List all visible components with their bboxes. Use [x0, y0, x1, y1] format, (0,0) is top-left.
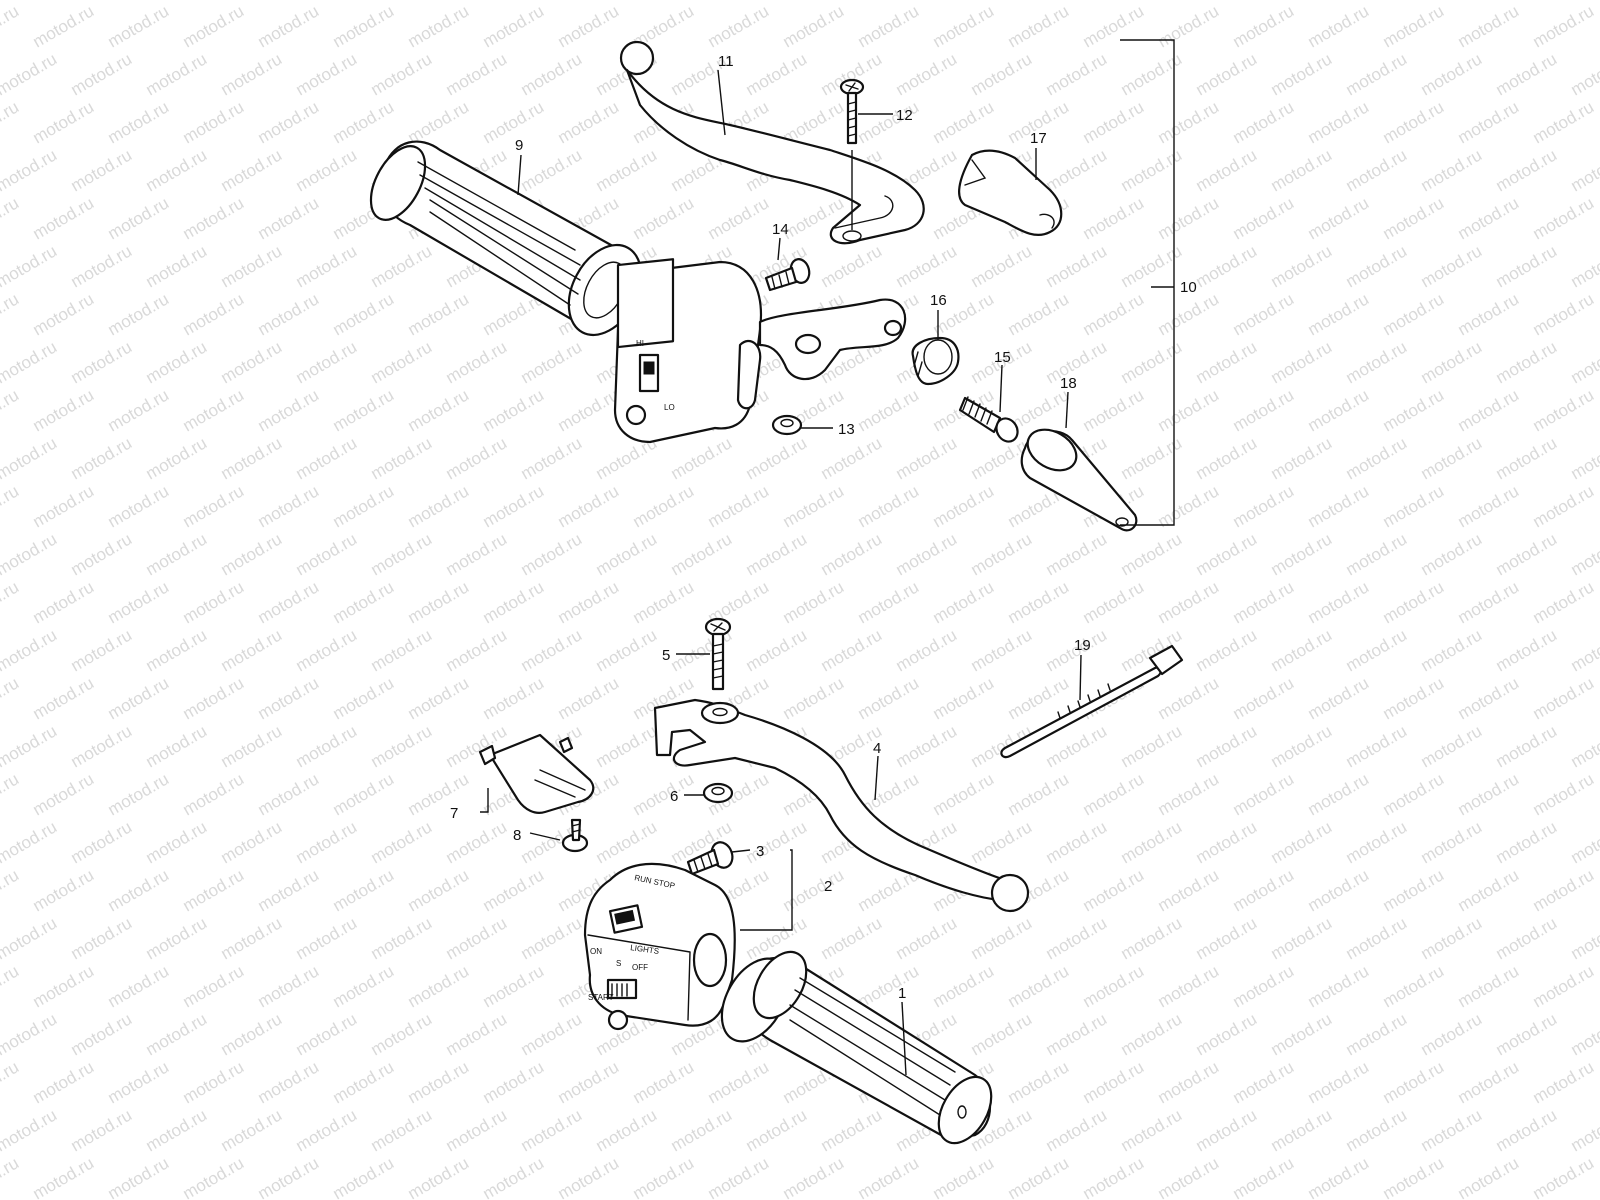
part-6-nut — [702, 782, 734, 804]
leader-3 — [731, 849, 751, 853]
leader-19 — [1079, 654, 1082, 701]
part-1-right-grip — [720, 950, 993, 1145]
leader-8 — [529, 832, 561, 841]
callout-1: 1 — [898, 985, 906, 1002]
callout-6: 6 — [670, 788, 678, 805]
callout-2: 2 — [824, 878, 832, 895]
leader-14 — [777, 237, 781, 261]
right-switch-lights-text: LIGHTS — [630, 943, 660, 956]
part-5-bolt — [704, 617, 732, 691]
leader-4 — [874, 755, 879, 801]
callout-19: 19 — [1074, 637, 1091, 654]
part-7-brake-switch — [478, 733, 595, 814]
leader-11 — [717, 69, 726, 136]
callout-labels: 11 12 9 17 14 10 16 15 18 13 19 5 4 6 7 … — [450, 53, 1197, 1002]
right-switch-on-text: ON — [590, 947, 602, 956]
callout-15: 15 — [994, 349, 1011, 366]
part-15-adjuster — [958, 396, 1019, 443]
callout-7: 7 — [450, 805, 458, 822]
callout-14: 14 — [772, 221, 789, 238]
callout-8: 8 — [513, 827, 521, 844]
callout-17: 17 — [1030, 130, 1047, 147]
leader-15 — [999, 364, 1003, 413]
part-9-left-grip — [369, 140, 643, 337]
left-switch-hi-text: HI — [636, 339, 644, 348]
part-12-pivot-bolt — [839, 78, 865, 230]
part-8-screw — [561, 818, 589, 853]
callout-3: 3 — [756, 843, 764, 860]
callout-16: 16 — [930, 292, 947, 309]
right-switch-start-text: START — [588, 993, 614, 1002]
leader-1 — [901, 1001, 907, 1076]
part-17-cover — [958, 149, 1063, 237]
part-13-nut — [771, 414, 803, 436]
callout-9: 9 — [515, 137, 523, 154]
part-4-brake-lever — [653, 698, 1030, 913]
part-19-cable-tie — [1000, 644, 1184, 759]
part-2-right-switch: RUN STOP LIGHTS ON S OFF START — [583, 862, 736, 1031]
callout-11: 11 — [718, 53, 734, 70]
part-14-screw — [764, 258, 811, 292]
right-switch-s-text: S — [616, 959, 621, 968]
leader-18 — [1065, 391, 1069, 429]
part-18-boot — [1020, 428, 1138, 532]
callout-13: 13 — [838, 421, 855, 438]
callout-18: 18 — [1060, 375, 1077, 392]
leader-lines — [480, 39, 1175, 1076]
leader-10-bracket — [1120, 39, 1175, 526]
callout-5: 5 — [662, 647, 670, 664]
left-switch-lo-text: LO — [664, 403, 675, 412]
clutch-lever-bracket — [758, 298, 907, 381]
callout-12: 12 — [896, 107, 913, 124]
leader-9 — [517, 154, 522, 196]
callout-10: 10 — [1180, 279, 1197, 296]
left-switch-housing: HI LO — [613, 258, 762, 444]
part-3-screw — [686, 841, 734, 876]
part-11-clutch-lever — [619, 40, 925, 245]
leader-7-8 — [480, 788, 489, 813]
callout-4: 4 — [873, 740, 881, 757]
right-switch-off-text: OFF — [632, 963, 648, 972]
part-16-locknut — [911, 336, 960, 386]
leader-2 — [740, 849, 793, 931]
